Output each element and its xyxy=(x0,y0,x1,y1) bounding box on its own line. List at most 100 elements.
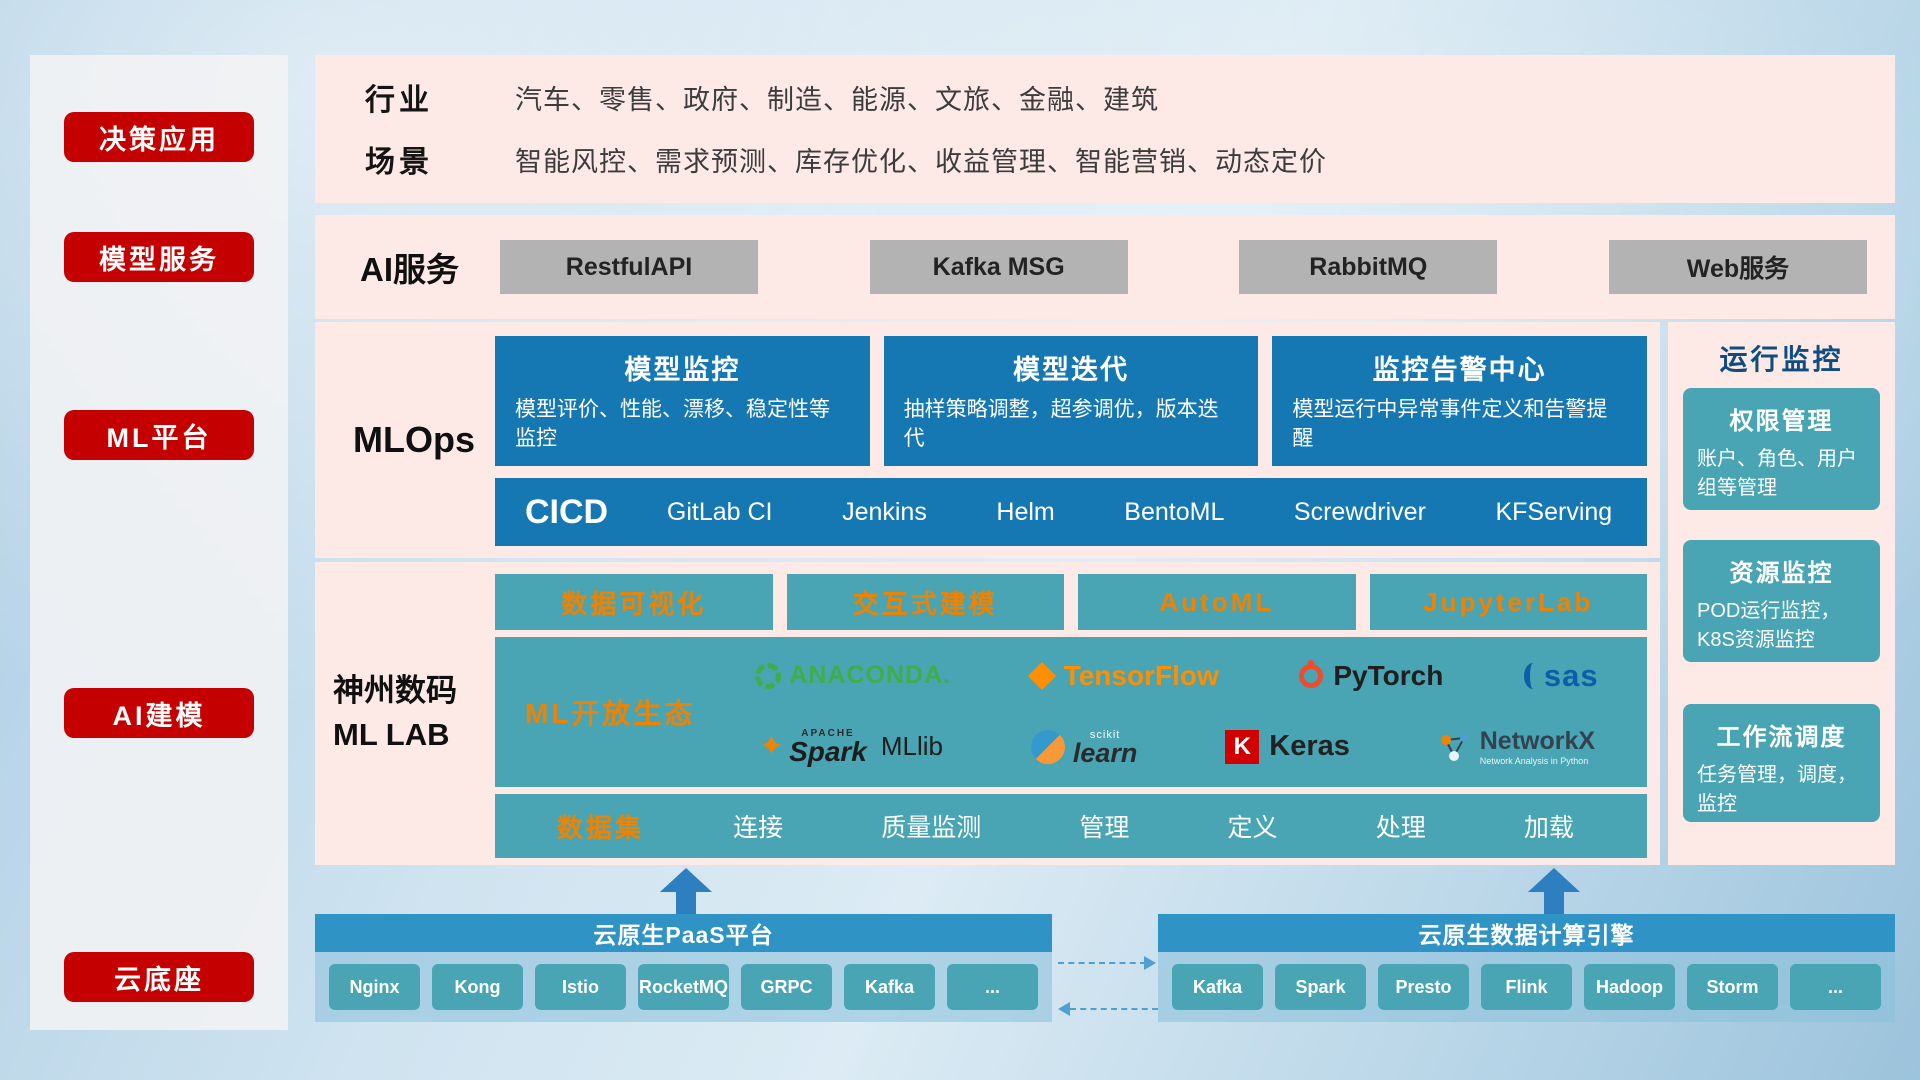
networkx-subtitle: Network Analysis in Python xyxy=(1479,756,1589,767)
ai-service-kafka-msg: Kafka MSG xyxy=(869,240,1128,294)
pytorch-icon xyxy=(1299,663,1324,688)
dataset-item-connect: 连接 xyxy=(733,814,784,842)
ecosystem-logo-row-2: ✦ APACHE Spark MLlib scikit learn xyxy=(715,727,1639,766)
tool-interactive-modeling: 交互式建模 xyxy=(786,574,1064,630)
up-arrow-engine-stem xyxy=(1544,892,1564,915)
permission-management-desc: 账户、角色、用户组等管理 xyxy=(1697,448,1857,499)
engine-item-storm: Storm xyxy=(1687,964,1778,1010)
dashed-arrow-left-head xyxy=(1058,1002,1070,1016)
run-monitoring-panel: 运行监控 权限管理 账户、角色、用户组等管理 资源监控 POD运行监控，K8S资… xyxy=(1668,322,1895,865)
dataset-label: 数据集 xyxy=(557,812,645,843)
engine-item-hadoop: Hadoop xyxy=(1584,964,1675,1010)
industry-scenario-panel: 行业 汽车、零售、政府、制造、能源、文旅、金融、建筑 场景 智能风控、需求预测、… xyxy=(315,55,1895,203)
alert-center-title: 监控告警中心 xyxy=(1372,355,1547,385)
tool-data-visualization: 数据可视化 xyxy=(495,574,773,630)
data-engine-body: Kafka Spark Presto Flink Hadoop Storm ..… xyxy=(1158,952,1895,1022)
paas-item-istio: Istio xyxy=(535,964,626,1010)
anaconda-label: ANACONDA. xyxy=(789,661,952,690)
dataset-item-process: 处理 xyxy=(1375,814,1426,842)
cicd-item-gitlab-ci: GitLab CI xyxy=(666,497,773,526)
networkx-wordmark: NetworkX Network Analysis in Python xyxy=(1480,727,1595,766)
sas-label: sas xyxy=(1543,657,1599,693)
workflow-scheduling-title: 工作流调度 xyxy=(1716,724,1847,751)
tool-jupyterlab: JupyterLab xyxy=(1369,574,1647,630)
learn-label: learn xyxy=(1072,737,1138,768)
dataset-item-quality: 质量监测 xyxy=(881,814,982,842)
ml-lab-label-line1: 神州数码 xyxy=(333,672,457,708)
ml-lab-label-line2: ML LAB xyxy=(333,717,450,753)
ml-open-ecosystem-box: ML开放生态 ANACONDA. TensorFlow xyxy=(495,637,1647,787)
run-monitoring-title: 运行监控 xyxy=(1719,344,1844,375)
alert-center-card: 监控告警中心 模型运行中异常事件定义和告警提醒 xyxy=(1272,336,1648,466)
engine-item-more: ... xyxy=(1790,964,1881,1010)
keras-logo: K Keras xyxy=(1225,729,1350,764)
engine-item-spark: Spark xyxy=(1275,964,1366,1010)
cicd-item-screwdriver: Screwdriver xyxy=(1293,497,1426,526)
anaconda-logo: ANACONDA. xyxy=(755,661,951,690)
cicd-bar: CICD GitLab CI Jenkins Helm BentoML Scre… xyxy=(495,478,1647,546)
paas-item-kong: Kong xyxy=(432,964,523,1010)
tensorflow-label: TensorFlow xyxy=(1063,659,1219,691)
model-monitoring-title: 模型监控 xyxy=(624,355,741,385)
cicd-item-bentoml: BentoML xyxy=(1124,497,1225,526)
model-monitoring-desc: 模型评价、性能、漂移、稳定性等监控 xyxy=(515,398,830,451)
resource-monitoring-desc: POD运行监控，K8S资源监控 xyxy=(1697,600,1841,651)
spark-apache-label: APACHE xyxy=(801,727,855,739)
alert-center-desc: 模型运行中异常事件定义和告警提醒 xyxy=(1292,398,1608,451)
resource-monitoring-title: 资源监控 xyxy=(1729,560,1834,587)
ai-services-label: AI服务 xyxy=(360,251,459,288)
scikit-learn-wordmark: scikit learn xyxy=(1072,729,1138,768)
dataset-item-define: 定义 xyxy=(1227,814,1278,842)
ml-lab-panel: 神州数码 ML LAB 数据可视化 交互式建模 AutoML JupyterLa… xyxy=(315,562,1660,865)
paas-item-more: ... xyxy=(947,964,1038,1010)
keras-label: Keras xyxy=(1269,730,1350,763)
spark-wordmark: APACHE Spark xyxy=(789,728,867,766)
sidebar-item-model-service: 模型服务 xyxy=(64,232,254,282)
cicd-label: CICD xyxy=(525,492,609,531)
paas-item-rocketmq: RocketMQ xyxy=(638,964,729,1010)
sidebar-item-ml-platform: ML平台 xyxy=(64,410,254,460)
ai-service-web: Web服务 xyxy=(1608,240,1867,294)
pytorch-label: PyTorch xyxy=(1333,659,1444,691)
model-monitoring-card: 模型监控 模型评价、性能、漂移、稳定性等监控 xyxy=(495,336,870,466)
ecosystem-logos: ANACONDA. TensorFlow PyTorch sas xyxy=(715,641,1639,783)
spark-mllib-logo: ✦ APACHE Spark MLlib xyxy=(759,728,943,766)
industry-label: 行业 xyxy=(365,84,433,117)
mlops-label: MLOps xyxy=(353,419,475,460)
keras-icon: K xyxy=(1225,729,1260,764)
left-sidebar: 决策应用 模型服务 ML平台 AI建模 云底座 xyxy=(30,55,288,1030)
paas-item-grpc: GRPC xyxy=(741,964,832,1010)
networkx-label: NetworkX xyxy=(1479,727,1596,756)
dataset-items: 连接 质量监测 管理 定义 处理 加载 xyxy=(684,808,1623,844)
dataset-row: 数据集 连接 质量监测 管理 定义 处理 加载 xyxy=(495,794,1647,858)
anaconda-icon xyxy=(755,662,782,689)
networkx-icon xyxy=(1440,733,1468,761)
model-iteration-desc: 抽样策略调整，超参调优，版本迭代 xyxy=(903,398,1219,451)
dashed-arrow-right-head xyxy=(1144,956,1156,970)
resource-monitoring-card: 资源监控 POD运行监控，K8S资源监控 xyxy=(1683,540,1880,662)
sas-logo: sas xyxy=(1523,657,1599,694)
permission-management-title: 权限管理 xyxy=(1729,408,1834,435)
ecosystem-logo-row-1: ANACONDA. TensorFlow PyTorch sas xyxy=(715,658,1639,694)
scenario-value: 智能风控、需求预测、库存优化、收益管理、智能营销、动态定价 xyxy=(515,146,1327,177)
dataset-item-load: 加载 xyxy=(1523,814,1574,842)
paas-platform-body: Nginx Kong Istio RocketMQ GRPC Kafka ... xyxy=(315,952,1052,1022)
industry-value: 汽车、零售、政府、制造、能源、文旅、金融、建筑 xyxy=(515,84,1159,115)
engine-item-flink: Flink xyxy=(1481,964,1572,1010)
sidebar-item-cloud-base: 云底座 xyxy=(64,952,254,1002)
dataset-item-manage: 管理 xyxy=(1079,814,1130,842)
cicd-item-helm: Helm xyxy=(996,497,1055,526)
model-iteration-title: 模型迭代 xyxy=(1013,355,1129,385)
engine-item-presto: Presto xyxy=(1378,964,1469,1010)
model-iteration-card: 模型迭代 抽样策略调整，超参调优，版本迭代 xyxy=(883,336,1259,466)
scikit-learn-logo: scikit learn xyxy=(1030,729,1138,768)
up-arrow-paas-stem xyxy=(676,892,696,915)
ml-lab-label: 神州数码 ML LAB xyxy=(333,669,495,759)
paas-item-nginx: Nginx xyxy=(329,964,420,1010)
up-arrow-paas-head xyxy=(660,868,712,892)
ml-lab-content: 数据可视化 交互式建模 AutoML JupyterLab ML开放生态 ANA… xyxy=(495,574,1647,858)
cicd-items: GitLab CI Jenkins Helm BentoML Screwdriv… xyxy=(632,498,1647,527)
ml-lab-tools-row: 数据可视化 交互式建模 AutoML JupyterLab xyxy=(495,574,1647,630)
ml-open-ecosystem-label: ML开放生态 xyxy=(525,698,696,729)
